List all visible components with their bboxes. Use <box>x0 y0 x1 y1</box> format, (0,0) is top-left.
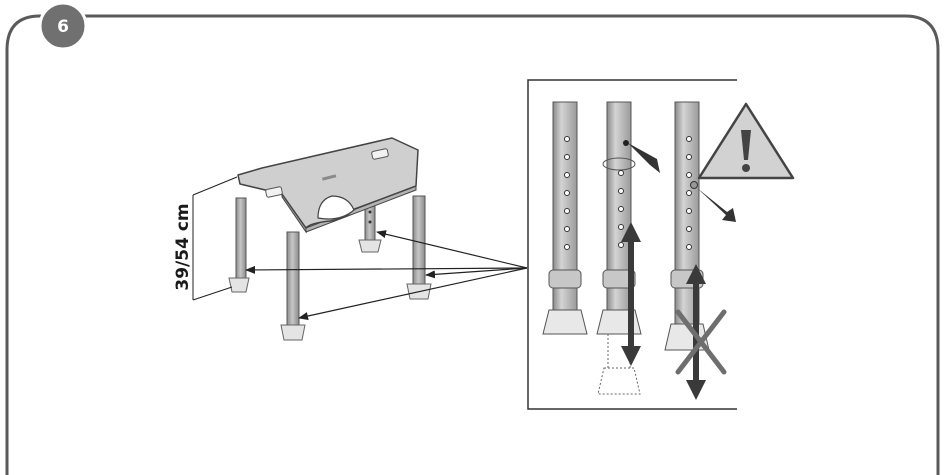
pointer-line-back-left <box>245 265 528 274</box>
stool-leg-front-right <box>406 195 432 300</box>
detail-leg-3 <box>664 101 736 400</box>
stool-leg-front-left <box>280 231 306 341</box>
pin-press-arrow <box>628 143 660 173</box>
pointer-lines <box>245 230 528 320</box>
pin-out-arrow <box>697 188 736 222</box>
leg-adjustment-detail <box>527 79 795 410</box>
cross-out-icon <box>675 309 727 375</box>
step-number: 6 <box>57 17 69 37</box>
warning-triangle-icon <box>697 102 795 180</box>
pointer-line-front-left <box>298 267 528 320</box>
slide-double-arrow <box>621 222 641 366</box>
detail-leg-2 <box>596 101 660 395</box>
panel-frame <box>5 14 940 475</box>
stool-leg-back-right <box>358 199 382 253</box>
pointer-line-back-right <box>376 230 528 269</box>
step-badge: 6 <box>38 1 88 51</box>
stool-seat <box>237 137 419 234</box>
pointer-line-front-right <box>425 267 528 279</box>
height-dimension: 39/54 cm <box>173 176 238 301</box>
detail-leg-1 <box>542 101 588 335</box>
shower-stool-illustration <box>228 137 432 341</box>
stool-leg-back-left <box>228 197 250 293</box>
height-range-label: 39/54 cm <box>173 203 193 290</box>
